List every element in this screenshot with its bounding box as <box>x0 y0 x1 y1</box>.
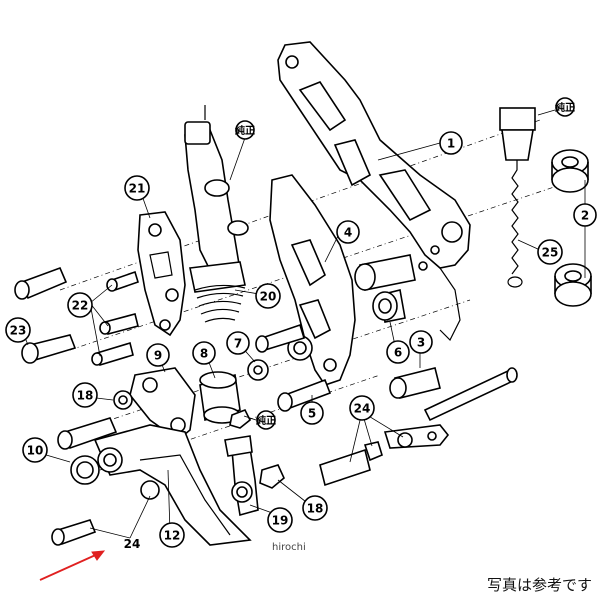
bolt-5 <box>255 323 332 412</box>
svg-text:2: 2 <box>581 209 589 223</box>
callout-3: 3 <box>409 330 433 354</box>
switch-and-spring <box>499 107 536 288</box>
callout-5: 5 <box>300 401 324 425</box>
bolt-24-lower <box>51 480 160 546</box>
watermark: hirochi <box>272 542 306 553</box>
red-arrow <box>39 550 106 581</box>
bolt-18 <box>57 390 133 450</box>
svg-text:5: 5 <box>308 407 316 421</box>
spacer-3 <box>389 367 441 399</box>
rod-end-19 <box>224 435 259 517</box>
bracket-plate <box>137 211 186 337</box>
caption: 写真は参考です <box>487 576 592 594</box>
bushings-2 <box>551 149 592 307</box>
svg-text:純正: 純正 <box>555 101 575 114</box>
callout-18-left: 18 <box>72 382 98 408</box>
svg-text:18: 18 <box>77 389 94 403</box>
svg-text:純正: 純正 <box>235 124 255 137</box>
svg-text:8: 8 <box>200 347 208 361</box>
callout-8: 8 <box>192 341 216 365</box>
main-plate <box>277 41 471 342</box>
svg-text:6: 6 <box>394 346 402 360</box>
bolts-left <box>14 266 77 364</box>
callout-24-right: 24 <box>349 395 375 421</box>
callout-1: 1 <box>439 131 463 155</box>
pedal-lever <box>93 424 252 546</box>
svg-text:10: 10 <box>27 444 44 458</box>
callout-23: 23 <box>5 317 31 343</box>
nut-small <box>229 408 252 429</box>
callout-9: 9 <box>146 343 170 367</box>
callout-6: 6 <box>386 340 410 364</box>
callout-24-lower: 24 <box>124 537 141 551</box>
svg-text:純正: 純正 <box>256 414 276 427</box>
callout-19: 19 <box>267 507 293 533</box>
nut-10 <box>70 455 100 485</box>
callout-4: 4 <box>336 220 360 244</box>
svg-text:23: 23 <box>10 324 27 338</box>
svg-text:24: 24 <box>354 402 371 416</box>
svg-text:25: 25 <box>542 246 559 260</box>
callout-10: 10 <box>22 437 48 463</box>
svg-text:1: 1 <box>447 137 455 151</box>
callout-7: 7 <box>226 331 250 355</box>
svg-text:24: 24 <box>124 537 141 551</box>
collars-6 <box>354 254 416 323</box>
callout-18-right: 18 <box>302 495 328 521</box>
svg-text:18: 18 <box>307 502 324 516</box>
svg-text:9: 9 <box>154 349 162 363</box>
washer-7 <box>247 359 269 381</box>
genuine-tag-top: 純正 <box>235 120 255 140</box>
svg-text:20: 20 <box>260 290 277 304</box>
svg-text:22: 22 <box>72 299 89 313</box>
nut-18-right <box>259 464 285 489</box>
genuine-tag-middle: 純正 <box>256 410 276 430</box>
shift-rod-assembly <box>319 367 518 487</box>
boot <box>194 284 246 323</box>
svg-text:19: 19 <box>272 514 289 528</box>
callout-25: 25 <box>537 239 563 265</box>
callout-22: 22 <box>67 292 93 318</box>
callout-20: 20 <box>255 283 281 309</box>
callout-21: 21 <box>124 175 150 201</box>
svg-text:7: 7 <box>234 337 242 351</box>
svg-text:4: 4 <box>344 226 352 240</box>
center-plate <box>269 174 356 386</box>
svg-text:21: 21 <box>129 182 146 196</box>
bolts-22 <box>91 270 139 367</box>
svg-text:3: 3 <box>417 336 425 350</box>
leader-lines <box>19 109 586 539</box>
callout-12: 12 <box>159 522 185 548</box>
svg-text:12: 12 <box>164 529 181 543</box>
genuine-tag-right: 純正 <box>555 97 575 117</box>
callout-2: 2 <box>573 203 597 227</box>
master-cylinder <box>184 121 249 293</box>
